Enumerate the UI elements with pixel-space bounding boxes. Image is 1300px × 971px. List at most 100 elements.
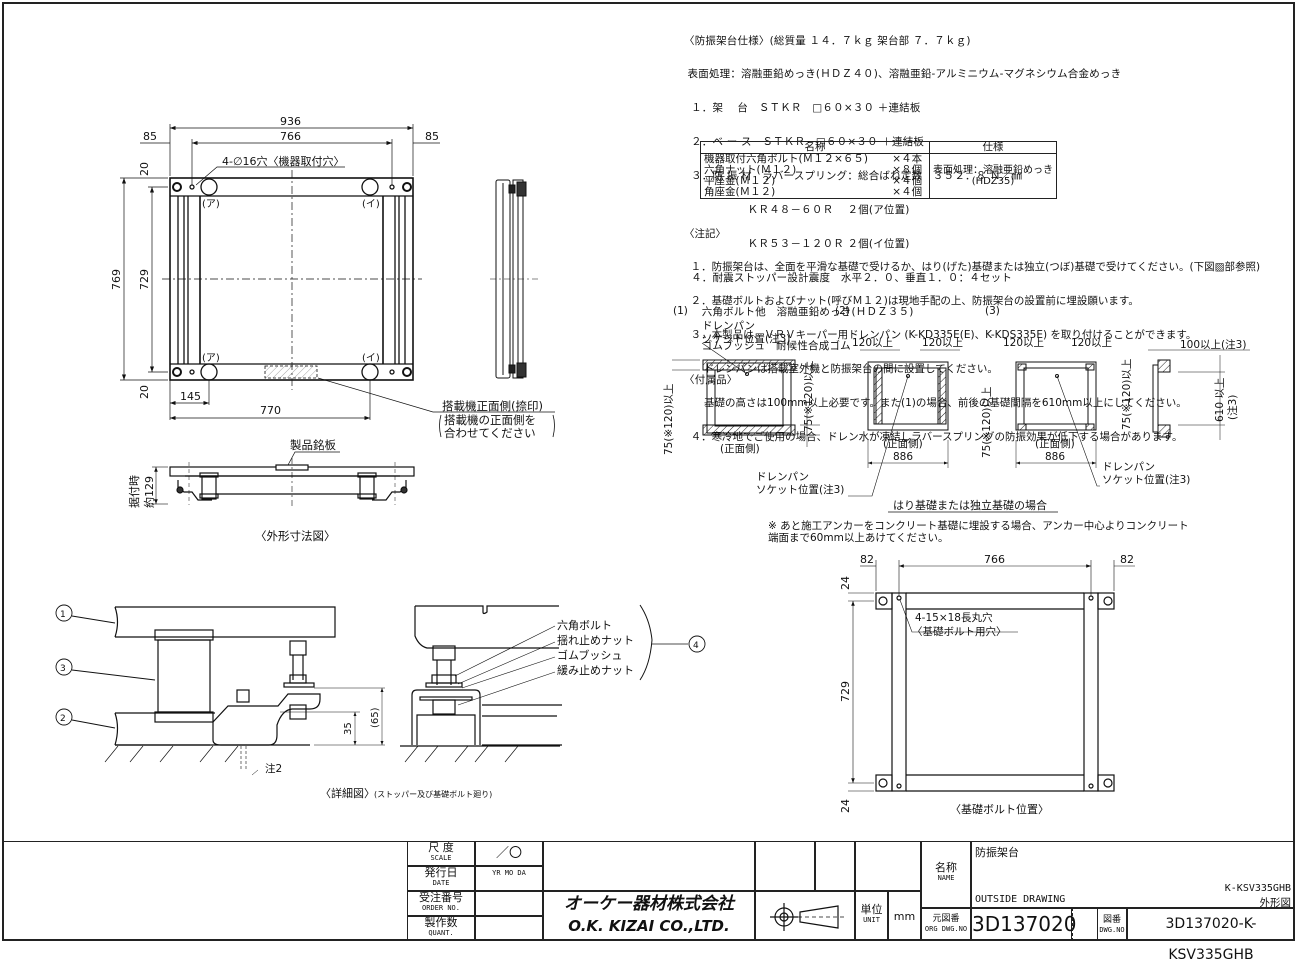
detail-left-view: [104, 606, 385, 776]
date-label-en: DATE: [432, 879, 450, 887]
outline-caption: 〈外形寸法図〉: [255, 529, 336, 543]
note3-label: (注3): [1226, 395, 1239, 420]
front-label-sub1: 搭載機の正面側を: [444, 413, 536, 427]
dim-20-bottom: 20: [138, 385, 151, 399]
org-dwg-number: 3D137020: [971, 908, 1076, 941]
case-3-label: (3): [985, 305, 1000, 317]
scale-label-en: SCALE: [430, 854, 452, 862]
v75-3b: 75(※120)以上: [1121, 359, 1133, 430]
order-label-en: ORDER NO.: [422, 904, 460, 912]
v75-1: 75(※120)以上: [663, 384, 675, 455]
product-name-cell: 防振架台 OUTSIDE DRAWING K-KSV335GHB 外形図: [971, 841, 1295, 909]
acc-qty: ×４個: [892, 175, 923, 187]
dim-729: 729: [138, 269, 151, 290]
outline-dimensions: [120, 124, 555, 421]
anchor-note-2: 端面まで60mm以上あけてください。: [768, 531, 949, 544]
rubber-bush-label: ゴムブッシュ: [557, 648, 622, 662]
dim-82-right: 82: [1120, 553, 1134, 566]
org-dwg-label: 元図番: [932, 914, 960, 924]
spec-item: 六角ボルト他 溶融亜鉛めっき(ＨＤＺ３５): [684, 305, 914, 318]
accessories-title: 〈付属品〉: [684, 373, 738, 386]
w886-3: 886: [1045, 451, 1065, 463]
front-side-1: (正面側): [720, 442, 760, 455]
quant-label-en: QUANT.: [428, 929, 454, 937]
spec-title: 〈防振架台仕様〉(総質量 １４．７ｋｇ 架台部 ７．７ｋｇ): [684, 34, 971, 47]
pos-i-bottom: (イ): [362, 353, 380, 364]
lock-nut-label: 緩み止めナット: [557, 664, 634, 677]
quant-value: [475, 916, 543, 941]
date-value: YR MO DA: [475, 866, 543, 891]
blank-cell: [855, 841, 921, 891]
dim-82-left: 82: [860, 553, 874, 566]
detail-caption-sub: (ストッパー及び基礎ボルト廻り): [374, 789, 492, 799]
front-side-2: (正面側): [883, 437, 923, 450]
drain-label-1: ドレンパン: [702, 320, 755, 332]
front-label: 搭載機正面側(捺印): [442, 399, 543, 413]
acc-name: 機器取付六角ボルト(Ｍ１２×６５): [700, 153, 890, 165]
callout-1: 1: [60, 610, 66, 620]
outline-front-elevation: [152, 451, 415, 508]
anchor-note-1: ※ あと施工アンカーをコンクリート基礎に埋設する場合、アンカー中心よりコンクリー…: [768, 519, 1189, 532]
spec-item: ＫＲ４８－６０Ｒ ２個(ア位置): [684, 204, 910, 217]
drawing-type: 外形図: [1259, 897, 1292, 909]
pos-a-top: (ア): [202, 199, 220, 210]
drain-socket-3: ソケット位置(注3): [1102, 473, 1190, 486]
detail-callout-circles: [55, 604, 706, 729]
callout-3: 3: [60, 664, 66, 674]
company-name-en: O.K. KIZAI CO.,LTD.: [568, 917, 730, 935]
bolt-hole-label: 4-15×18長丸穴: [915, 611, 993, 624]
dim-769: 769: [110, 269, 123, 290]
dim-770: 770: [260, 404, 281, 417]
dim-85-left: 85: [143, 130, 157, 143]
acc-name: 六角ナット(Ｍ１２): [700, 165, 890, 176]
front-side-3: (正面側): [1035, 437, 1075, 450]
name-label: 名称: [935, 861, 957, 874]
name-label-en: NAME: [937, 874, 955, 882]
min120-3b: 120以上: [1071, 337, 1112, 349]
dim-65: (65): [370, 707, 381, 728]
pos-i-top: (イ): [362, 199, 380, 210]
accessories-table: 名称 仕様 機器取付六角ボルト(Ｍ１２×６５) ×４本 表面処理：溶融亜鉛めっき…: [700, 141, 1057, 199]
front-label-bracket: [439, 414, 555, 438]
front-elevation-text: 製品銘板 据付時 約129 〈外形寸法図〉: [127, 438, 336, 543]
note-line: ４．寒冷地でご使用の場合、ドレン水が凍結しラバースプリングの防振効果が低下する場…: [684, 430, 1183, 443]
note2-label: 注2: [265, 762, 282, 775]
v75-1b: 75(※120)以上: [803, 361, 815, 432]
sway-nut-label: 揺れ止めナット: [557, 634, 634, 647]
drain-label-3: ドレンパン: [1102, 461, 1155, 473]
callout-4: 4: [693, 641, 699, 651]
scale-label: 尺 度: [428, 841, 454, 854]
dim-936: 936: [280, 115, 301, 128]
dwg-label: 図番: [1102, 915, 1121, 925]
projection-symbol-cell: [755, 891, 855, 941]
dim-24-top: 24: [839, 576, 852, 590]
dim-85-right: 85: [425, 130, 439, 143]
order-value: [475, 891, 543, 916]
product-name-en: OUTSIDE DRAWING: [975, 894, 1066, 905]
unit-label: 単位: [860, 903, 883, 916]
drain-label-2: ドレンパン: [756, 471, 809, 483]
v75-3: 75(※120)以上: [981, 387, 993, 458]
note-line: ２．基礎ボルトおよびナット(呼びＭ１２)は現地手配の上、防振架台の設置前に埋設願…: [684, 295, 1139, 308]
bolt-position-dims: [848, 560, 1135, 792]
acc-qty: ×８個: [892, 164, 923, 176]
note-line: ３．本製品は、ＶＲＶキーパー用ドレンパン (K-KD335E(E)、K-KDS3…: [684, 329, 1197, 342]
detail-text: 1 3 2 4 六角ボルト 揺れ止めナット ゴムブッシュ 緩み止めナット 35 …: [60, 610, 699, 800]
model-number: K-KSV335GHB: [1224, 883, 1291, 894]
spec-item: ４．耐震ストッパー設計震度 水平２．０、垂直１．０：４セット: [684, 271, 1013, 284]
case-2-label: (2): [835, 305, 850, 317]
height-value: 約129: [142, 476, 156, 508]
pos-a-bottom: (ア): [202, 353, 220, 364]
acc-name: 平座金(Ｍ１２): [700, 176, 890, 187]
blank-cell: [815, 841, 855, 891]
dwg-number: 3D137020-K-KSV335GHB: [1127, 908, 1295, 963]
foundation-drawings: [672, 342, 1250, 513]
nameplate-label: 製品銘板: [290, 438, 336, 452]
acc-spec-line2: (HDZ35): [971, 176, 1015, 187]
notes-title: 〈注記〉: [684, 227, 726, 240]
drain-socket-2: ソケット位置(注3): [756, 483, 844, 496]
